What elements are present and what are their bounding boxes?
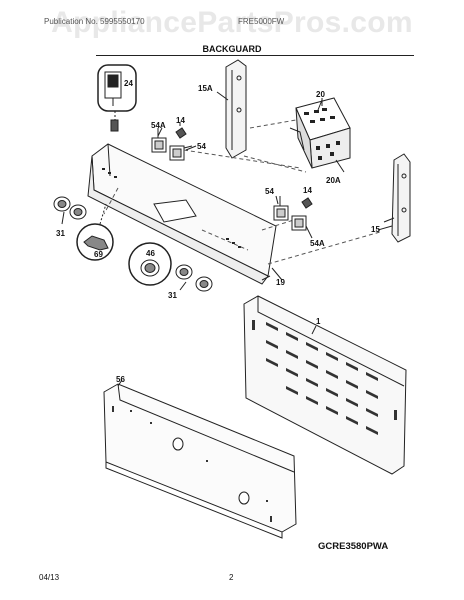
- watermark: AppliancePartsPros.com: [51, 6, 413, 39]
- part-69-screw: [76, 203, 114, 261]
- footer-page-number: 2: [229, 573, 234, 582]
- part-1-vented-panel: [243, 295, 407, 475]
- page-title: BACKGUARD: [202, 44, 262, 54]
- model-header: FRE5000FW: [238, 17, 285, 26]
- part-54a-switch-right: [291, 215, 313, 239]
- footer-date: 04/13: [39, 573, 60, 582]
- part-54a-switch-upper: [151, 128, 167, 153]
- part-31-knobs-left: [53, 196, 87, 225]
- label-leaders: [157, 98, 393, 281]
- part-56-lower-bracket: [103, 379, 297, 539]
- callout-31-left: 31: [56, 229, 65, 238]
- part-31-knobs-bottom: [175, 264, 213, 292]
- callout-69: 69: [94, 250, 103, 259]
- callout-24: 24: [124, 79, 133, 88]
- dashed-leader-lines: [103, 119, 381, 265]
- part-15a-side-bracket: [216, 59, 247, 159]
- callout-20: 20: [316, 90, 325, 99]
- callout-20a: 20A: [326, 176, 341, 185]
- callout-14-right: 14: [303, 186, 312, 195]
- callout-54-right: 54: [265, 187, 274, 196]
- callout-54a-top: 54A: [151, 121, 166, 130]
- part-54-switch-right: [273, 196, 289, 221]
- part-46-knob: [128, 242, 172, 286]
- title-divider: [96, 55, 414, 56]
- callout-1: 1: [316, 317, 321, 326]
- part-24-rocker-switch: [97, 64, 137, 132]
- callout-15: 15: [371, 225, 380, 234]
- part-15-side-bracket: [383, 153, 411, 243]
- callout-15a: 15A: [198, 84, 213, 93]
- part-54-switch-upper: [169, 145, 193, 161]
- callout-19: 19: [276, 278, 285, 287]
- callout-54-top: 54: [197, 142, 206, 151]
- callout-54a-right: 54A: [310, 239, 325, 248]
- callout-31-bottom: 31: [168, 291, 177, 300]
- part-14-clip-upper: [175, 122, 187, 139]
- model-code: GCRE3580PWA: [318, 541, 389, 552]
- part-19-backguard-panel: [87, 143, 283, 285]
- callout-14-top: 14: [176, 116, 185, 125]
- callout-46: 46: [146, 249, 155, 258]
- part-20-control-board: [289, 97, 351, 173]
- callout-56: 56: [116, 375, 125, 384]
- part-14-clip-right: [301, 197, 313, 209]
- publication-number: Publication No. 5995550170: [44, 17, 145, 26]
